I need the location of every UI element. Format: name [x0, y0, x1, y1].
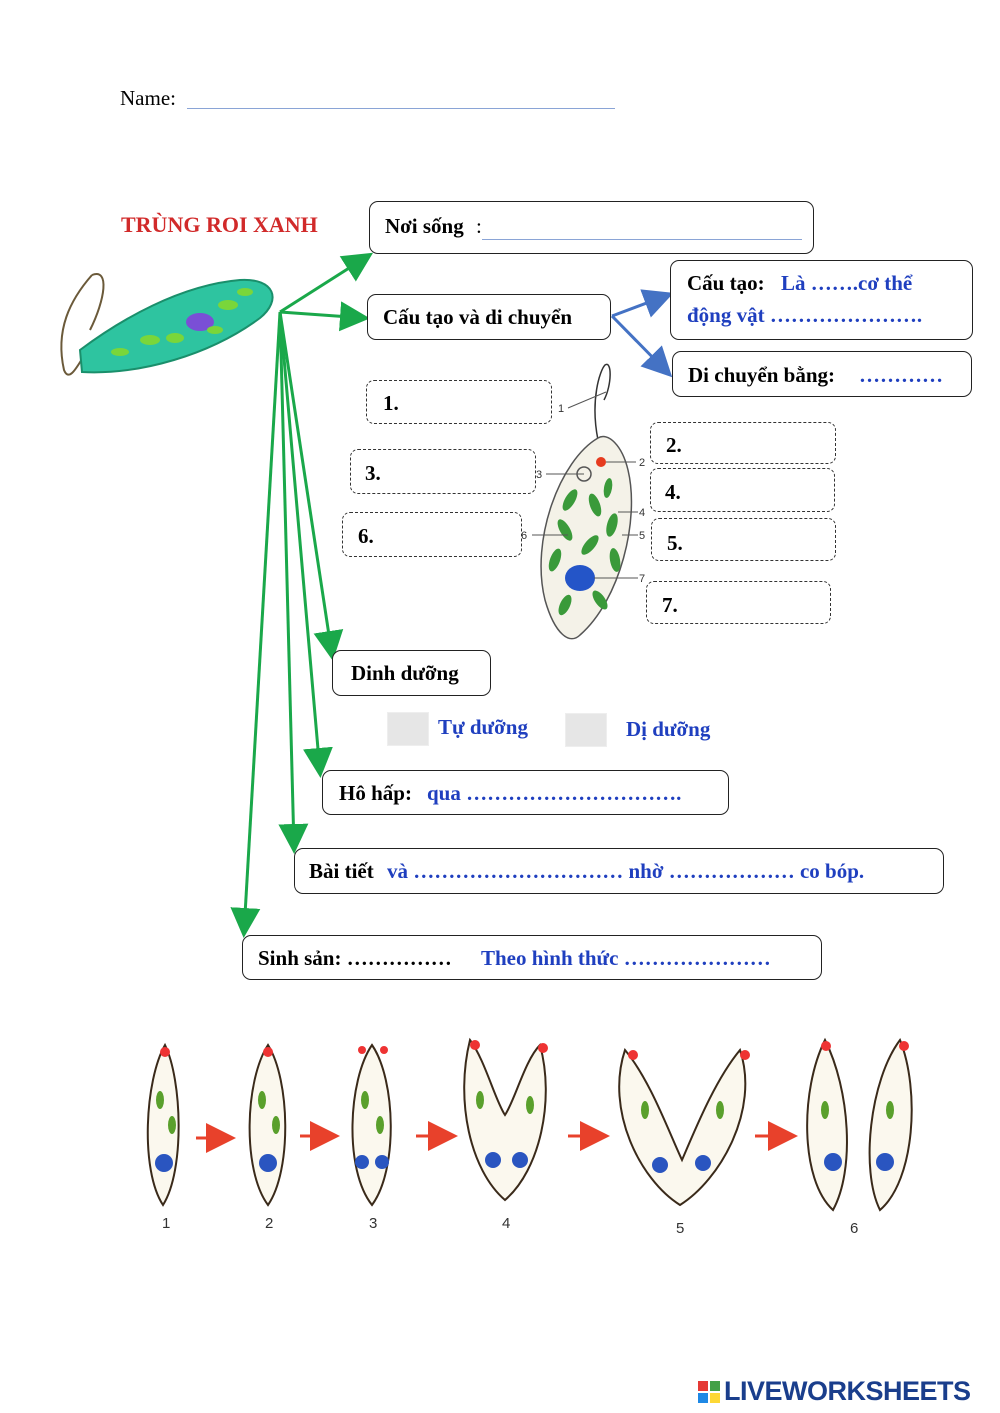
diagram-number-3: 3 — [536, 469, 542, 481]
excretion-blank[interactable]: và ………………………… nhờ ……………… co bóp. — [387, 859, 865, 883]
heterotroph-checkbox[interactable] — [565, 713, 607, 747]
part-4-box[interactable]: 4. — [650, 468, 835, 512]
reproduction-box: Sinh sản: …………… Theo hình thức ………………… — [242, 935, 822, 980]
diagram-number-5: 5 — [639, 530, 645, 542]
autotroph-checkbox[interactable] — [387, 712, 429, 746]
stage-number-1: 1 — [162, 1215, 170, 1232]
part-6-label: 6. — [358, 524, 374, 548]
structure-blank-1[interactable]: Là …….cơ thể — [781, 271, 913, 295]
heterotroph-label: Dị dưỡng — [626, 717, 711, 741]
structure-label: Cấu tạo: — [687, 271, 765, 295]
reproduction-label: Sinh sản: …………… — [258, 946, 452, 970]
euglena-diagram: 1 2 3 4 5 6 7 — [521, 363, 645, 640]
part-5-label: 5. — [667, 531, 683, 555]
habitat-label: Nơi sống — [385, 214, 464, 238]
diagram-number-6: 6 — [521, 530, 527, 542]
structure-movement-label: Cấu tạo và di chuyển — [383, 305, 573, 329]
respiration-box: Hô hấp: qua …………………………. — [322, 770, 729, 815]
part-7-label: 7. — [662, 593, 678, 617]
reproduction-blank[interactable]: Theo hình thức ………………… — [481, 946, 771, 970]
movement-blank[interactable]: ………… — [859, 363, 943, 387]
habitat-input-line[interactable] — [482, 239, 802, 240]
stage-number-3: 3 — [369, 1215, 377, 1232]
connector-arrows — [230, 252, 674, 938]
part-7-box[interactable]: 7. — [646, 581, 831, 624]
part-1-label: 1. — [383, 391, 399, 415]
part-4-label: 4. — [665, 480, 681, 504]
part-3-label: 3. — [365, 461, 381, 485]
name-label: Name: — [120, 86, 176, 110]
diagram-number-2: 2 — [639, 457, 645, 469]
page-title: TRÙNG ROI XANH — [121, 212, 318, 237]
structure-movement-box: Cấu tạo và di chuyển — [367, 294, 611, 340]
movement-label: Di chuyển bằng: — [688, 363, 836, 387]
diagram-number-4: 4 — [639, 507, 645, 519]
habitat-colon: : — [476, 214, 482, 238]
part-2-label: 2. — [666, 433, 682, 457]
nutrition-label: Dinh dưỡng — [351, 661, 459, 685]
part-3-box[interactable]: 3. — [350, 449, 536, 494]
stage-number-4: 4 — [502, 1215, 510, 1232]
autotroph-label: Tự dưỡng — [438, 715, 528, 739]
respiration-blank[interactable]: qua …………………………. — [427, 781, 682, 805]
diagram-number-1: 1 — [558, 403, 564, 415]
name-input-line[interactable] — [187, 108, 615, 109]
part-1-box[interactable]: 1. — [366, 380, 552, 424]
stage-number-6: 6 — [850, 1220, 858, 1237]
structure-box: Cấu tạo: Là …….cơ thể động vật …………………. — [670, 260, 973, 340]
brand-name: LIVEWORKSHEETS — [724, 1376, 971, 1406]
structure-blank-2[interactable]: động vật …………………. — [687, 303, 923, 327]
habitat-box: Nơi sống : — [369, 201, 814, 254]
excretion-label: Bài tiết — [309, 859, 374, 883]
nutrition-box: Dinh dưỡng — [332, 650, 491, 696]
euglena-image — [60, 273, 274, 376]
respiration-label: Hô hấp: — [339, 781, 412, 805]
part-5-box[interactable]: 5. — [651, 518, 836, 561]
brand-logo-icon — [698, 1381, 720, 1403]
part-2-box[interactable]: 2. — [650, 422, 836, 464]
movement-box: Di chuyển bằng: ………… — [672, 351, 972, 397]
stage-number-5: 5 — [676, 1220, 684, 1237]
diagram-number-7: 7 — [639, 573, 645, 585]
stage-number-2: 2 — [265, 1215, 273, 1232]
part-6-box[interactable]: 6. — [342, 512, 522, 557]
excretion-box: Bài tiết và ………………………… nhờ ……………… co bóp… — [294, 848, 944, 894]
